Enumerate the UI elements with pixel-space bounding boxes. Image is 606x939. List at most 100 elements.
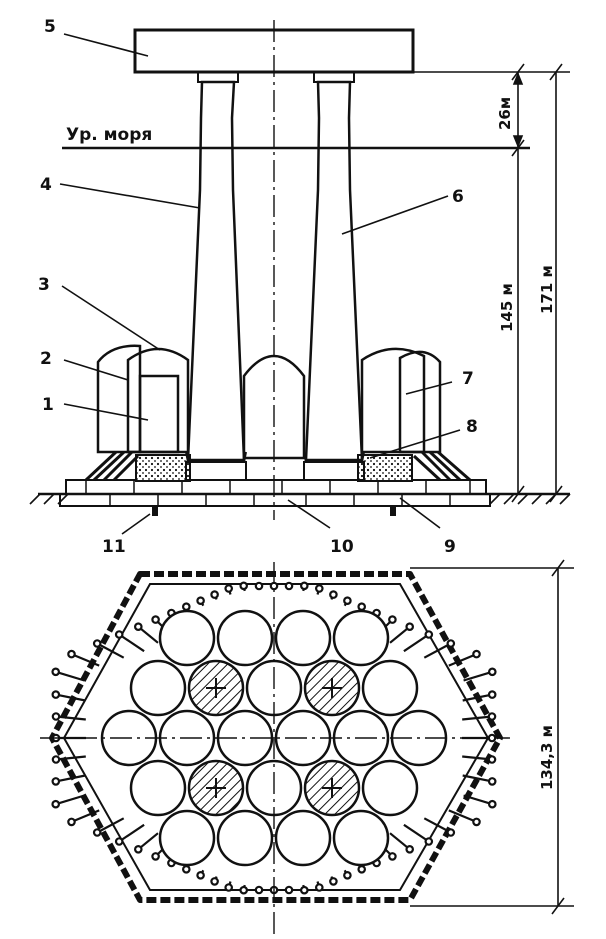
radial-rib	[96, 817, 125, 834]
radial-rib	[55, 670, 85, 682]
rib-end	[405, 844, 415, 854]
rib-end	[487, 799, 497, 809]
radial-rib	[55, 715, 86, 721]
rib-end	[472, 649, 481, 659]
radial-rib	[462, 755, 493, 761]
rib-end	[284, 581, 294, 591]
callout-6: 6	[452, 187, 464, 207]
callout-5: 5	[44, 17, 56, 37]
storage-cell	[332, 609, 390, 667]
rib-end	[51, 712, 61, 721]
rib-end	[314, 883, 324, 892]
rib-end	[487, 690, 497, 699]
rib-end	[114, 837, 124, 846]
callout-9: 9	[444, 537, 456, 557]
radial-rib	[448, 653, 477, 667]
rib-end	[51, 777, 61, 786]
storage-cell	[158, 609, 216, 667]
rib-end	[210, 590, 219, 599]
callout-8: 8	[466, 417, 478, 437]
left-column	[185, 71, 247, 481]
rib-end	[254, 581, 264, 591]
storage-cell	[361, 759, 419, 817]
callout-10: 10	[330, 537, 354, 557]
rib-end	[357, 602, 367, 612]
elevation-view: Ур. моря	[29, 17, 571, 557]
radial-rib	[463, 794, 493, 806]
rib-end	[67, 649, 76, 659]
radial-rib	[71, 809, 100, 823]
storage-cell	[332, 809, 390, 867]
width-dimension	[410, 559, 574, 915]
height-dimensions	[414, 63, 570, 503]
dim-below-sea: 145 м	[498, 283, 516, 332]
center-tank	[242, 354, 306, 460]
rib-end	[151, 852, 160, 861]
ballast-fill-left	[135, 454, 191, 482]
dim-base-width: 134,3 м	[538, 725, 556, 790]
storage-cell	[274, 809, 332, 867]
rib-end	[224, 883, 234, 892]
rib-end	[424, 837, 434, 846]
callout-3: 3	[38, 275, 50, 295]
rib-end	[210, 877, 219, 886]
storage-cells	[100, 609, 448, 867]
rib-end	[487, 777, 497, 786]
base-raft	[59, 479, 491, 516]
rib-end	[196, 870, 205, 880]
cell-cross-mark	[322, 678, 342, 698]
rib-end	[92, 639, 102, 648]
rib-end	[134, 844, 143, 854]
rib-end	[196, 596, 205, 606]
rib-end	[343, 596, 352, 606]
storage-cell	[129, 759, 187, 817]
callout-4: 4	[40, 175, 52, 195]
rib-end	[343, 870, 352, 880]
storage-cell	[216, 809, 274, 867]
rib-end	[254, 885, 264, 895]
rib-end	[487, 667, 497, 677]
rib-end	[51, 690, 61, 699]
rib-end	[357, 864, 367, 874]
storage-cell	[274, 609, 332, 667]
rib-end	[388, 852, 397, 861]
radial-rib	[55, 774, 86, 783]
rib-end	[134, 622, 143, 632]
radial-rib	[462, 715, 493, 721]
radial-rib	[448, 809, 477, 823]
right-storage-tanks	[357, 347, 471, 482]
rib-end	[239, 885, 249, 895]
rib-end	[151, 615, 160, 624]
rib-end	[239, 581, 249, 591]
rib-end	[446, 828, 456, 837]
right-column	[303, 71, 365, 481]
rib-end	[299, 581, 309, 591]
callout-11: 11	[102, 537, 126, 557]
radial-rib	[55, 693, 86, 702]
rib-end	[314, 584, 324, 593]
radial-rib	[118, 823, 145, 843]
rib-end	[51, 755, 61, 764]
storage-cell	[158, 809, 216, 867]
radial-rib	[96, 642, 125, 659]
rib-end	[424, 630, 434, 639]
rib-end	[51, 799, 61, 809]
rib-end	[487, 755, 497, 764]
left-storage-tanks	[84, 344, 191, 482]
radial-rib	[462, 774, 493, 783]
rib-end	[446, 639, 456, 648]
radial-rib	[403, 823, 430, 843]
rib-end	[388, 615, 397, 624]
callout-2: 2	[40, 349, 52, 369]
rib-end	[284, 885, 294, 895]
cell-cross-mark	[322, 778, 342, 798]
dim-above-sea: 26м	[496, 97, 514, 130]
callout-7: 7	[462, 369, 474, 389]
radial-rib	[403, 633, 430, 653]
rib-end	[92, 828, 102, 837]
rib-end	[405, 622, 415, 632]
rib-end	[299, 885, 309, 895]
dim-total-height: 171 м	[538, 265, 556, 314]
rib-end	[114, 630, 124, 639]
